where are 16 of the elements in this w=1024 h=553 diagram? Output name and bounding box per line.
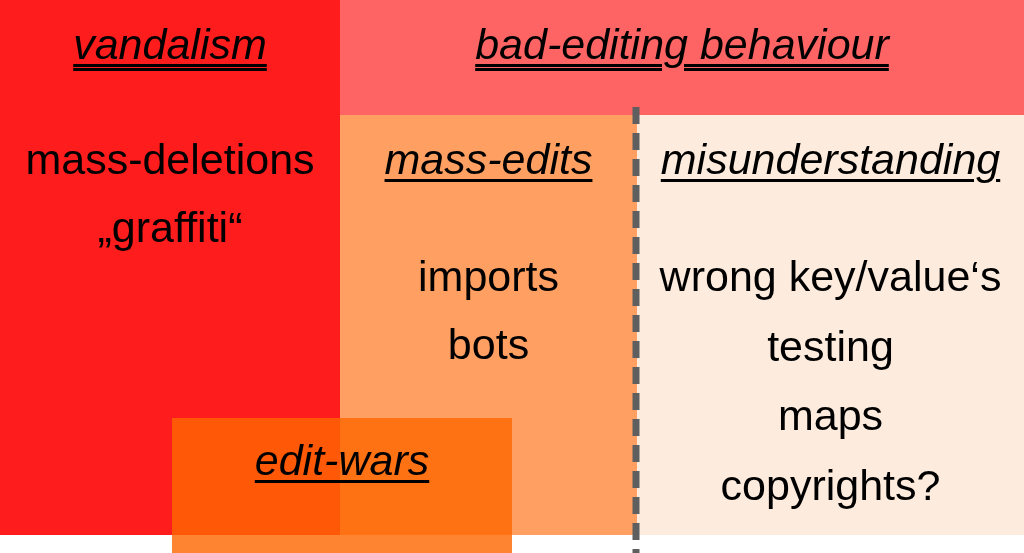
example-item: imports [418, 252, 559, 302]
category-heading: misunderstanding [660, 135, 1001, 185]
example-item: mass-deletions [25, 135, 315, 185]
example-item: testing [767, 321, 894, 371]
category-heading: mass-edits [384, 135, 593, 185]
example-item: „graffiti“ [97, 203, 243, 253]
category-heading: bad-editing behaviour [475, 20, 889, 70]
category-heading: vandalism [73, 20, 267, 70]
category-band [340, 0, 1024, 115]
category-panel [637, 115, 1024, 535]
category-heading: edit-wars [254, 436, 430, 486]
example-item: copyrights? [720, 460, 941, 510]
overlap-panel [172, 418, 512, 553]
example-item: bots [447, 320, 530, 370]
example-item: maps [777, 391, 884, 441]
example-item: wrong key/value‘s [659, 252, 1002, 302]
